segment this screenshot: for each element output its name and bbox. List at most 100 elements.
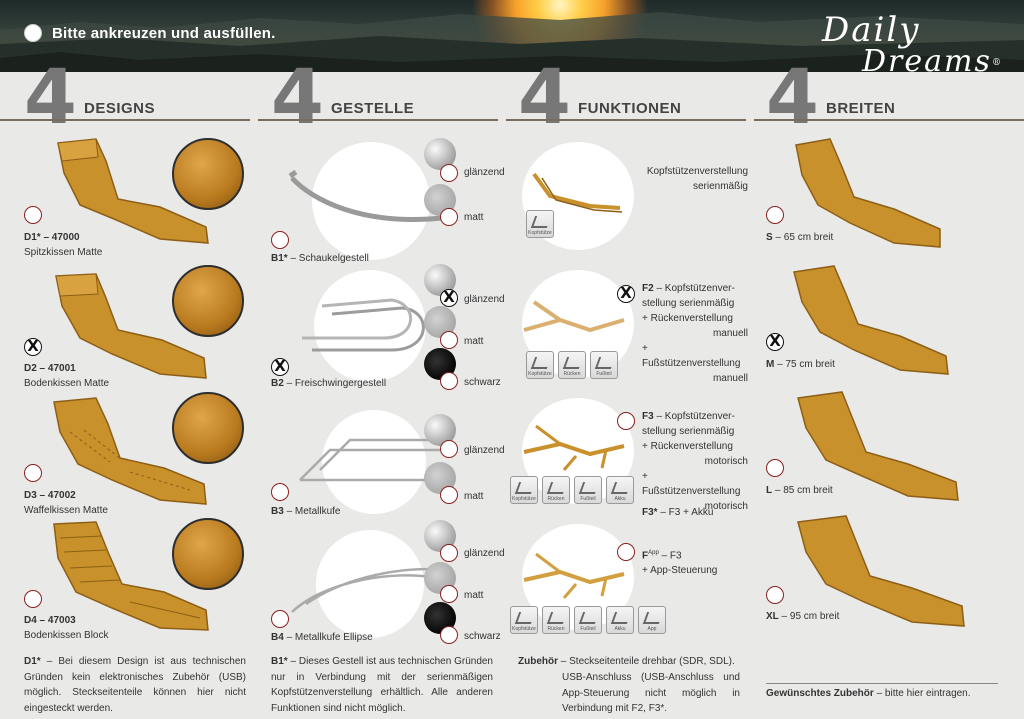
instruction-note: Bitte ankreuzen und ausfüllen. bbox=[24, 24, 276, 42]
design-code: D2 – 47001 bbox=[24, 363, 76, 374]
width-l-label: L – 85 cm breit bbox=[766, 483, 833, 498]
design-d1-checkbox[interactable] bbox=[24, 206, 42, 224]
function-text: stellung serienmäßig bbox=[642, 426, 735, 437]
section-title: BREITEN bbox=[826, 100, 896, 117]
section-divider bbox=[0, 119, 250, 121]
design-name: Waffelkissen Matte bbox=[24, 505, 108, 516]
frame-b3-image bbox=[299, 438, 440, 482]
frame-b4-backdrop bbox=[316, 530, 424, 638]
frame-name: – Metallkufe bbox=[283, 506, 341, 517]
frame-b4-gloss-checkbox[interactable] bbox=[440, 544, 458, 562]
footnote-d1: D1* – Bei diesem Design ist aus technisc… bbox=[24, 654, 246, 716]
frame-b1-matte-checkbox[interactable] bbox=[440, 208, 458, 226]
frame-name: – Schaukelgestell bbox=[287, 253, 369, 264]
function-text: – Kopfstützenver- bbox=[653, 283, 735, 294]
frame-b2-matte-checkbox[interactable] bbox=[440, 331, 458, 349]
width-m-image bbox=[793, 265, 949, 375]
function-code: F bbox=[642, 550, 649, 562]
icon-caption: Fußteil bbox=[580, 496, 596, 502]
frame-b2-checkbox[interactable]: X bbox=[271, 358, 289, 376]
icon-caption: Rücken bbox=[547, 496, 565, 502]
frame-b1-backdrop bbox=[312, 142, 430, 260]
design-d3-image bbox=[53, 397, 207, 505]
function-text: stellung serienmäßig bbox=[642, 298, 735, 309]
frame-code: B2 bbox=[271, 378, 284, 389]
function-f3-label: F3 – Kopfstützenver- stellung serienmäßi… bbox=[642, 409, 748, 514]
width-code: S bbox=[766, 232, 773, 243]
frame-b1-gloss-checkbox[interactable] bbox=[440, 164, 458, 182]
frame-b2-image bbox=[302, 298, 425, 352]
width-code: XL bbox=[766, 611, 779, 622]
frame-b4-checkbox[interactable] bbox=[271, 610, 289, 628]
function-f1-icons: Kopfstütze bbox=[526, 210, 554, 238]
footnote-text: USB-Anschluss (USB-Anschluss und App-Ste… bbox=[562, 672, 740, 714]
function-text: motorisch bbox=[704, 456, 748, 467]
design-d4-checkbox[interactable] bbox=[24, 590, 42, 608]
width-text: – 95 cm breit bbox=[778, 611, 840, 622]
icon-caption: Rücken bbox=[563, 371, 581, 377]
width-s-checkbox[interactable] bbox=[766, 206, 784, 224]
frame-b3-checkbox[interactable] bbox=[271, 483, 289, 501]
function-f3-checkbox[interactable] bbox=[617, 412, 635, 430]
function-f2-icons: Kopfstütze Rücken Fußteil bbox=[526, 351, 618, 379]
design-d3-checkbox[interactable] bbox=[24, 464, 42, 482]
section-title: DESIGNS bbox=[84, 100, 156, 117]
frame-b4-matte-checkbox[interactable] bbox=[440, 585, 458, 603]
frame-b3-gloss-checkbox[interactable] bbox=[440, 440, 458, 458]
accessory-input-rule bbox=[766, 683, 998, 684]
icon-caption: Kopfstütze bbox=[528, 230, 552, 236]
finish-label: matt bbox=[464, 336, 484, 347]
brand-line1: Daily bbox=[822, 10, 921, 50]
footnote-code: D1* bbox=[24, 656, 41, 667]
icon-caption: App bbox=[647, 626, 657, 632]
icon-caption: Rücken bbox=[547, 626, 565, 632]
function-code: F2 bbox=[642, 283, 654, 294]
frame-b4-black-checkbox[interactable] bbox=[440, 626, 458, 644]
headrest-icon: Kopfstütze bbox=[526, 351, 554, 379]
frame-b3-backdrop bbox=[322, 410, 426, 514]
width-l-checkbox[interactable] bbox=[766, 459, 784, 477]
width-text: – 85 cm breit bbox=[772, 485, 833, 496]
brand-line2: Dreams bbox=[862, 44, 992, 72]
function-fapp-checkbox[interactable] bbox=[617, 543, 635, 561]
finish-label: glänzend bbox=[464, 548, 505, 559]
footrest-icon: Fußteil bbox=[574, 476, 602, 504]
app-icon: App bbox=[638, 606, 666, 634]
icon-caption: Kopfstütze bbox=[528, 371, 552, 377]
design-d2-image bbox=[55, 273, 207, 379]
frame-b4-label: B4 – Metallkufe Ellipse bbox=[271, 630, 373, 645]
brand-logo: Daily Dreams ® bbox=[818, 10, 1008, 72]
function-text: + Rückenverstellung bbox=[642, 313, 733, 324]
frame-name: – Freischwingergestell bbox=[283, 378, 387, 389]
finish-label: matt bbox=[464, 491, 484, 502]
function-f1-image bbox=[532, 172, 623, 213]
section-number: 4 bbox=[518, 52, 571, 141]
footnote-b1: B1* – Dieses Gestell ist aus technischen… bbox=[271, 654, 493, 716]
width-m-checkbox[interactable]: X bbox=[766, 333, 784, 351]
icon-caption: Akku bbox=[614, 496, 626, 502]
design-d1-detail-image bbox=[172, 138, 244, 210]
width-xl-checkbox[interactable] bbox=[766, 586, 784, 604]
finish-label: schwarz bbox=[464, 377, 501, 388]
battery-icon: Akku bbox=[606, 606, 634, 634]
landscape-image bbox=[0, 12, 1024, 72]
frame-b2-black-checkbox[interactable] bbox=[440, 372, 458, 390]
frame-b3-matte-checkbox[interactable] bbox=[440, 486, 458, 504]
function-sup: App bbox=[648, 550, 659, 556]
finish-label: matt bbox=[464, 590, 484, 601]
header-banner: Bitte ankreuzen und ausfüllen. Daily Dre… bbox=[0, 0, 1024, 72]
finish-label: glänzend bbox=[464, 445, 505, 456]
function-text: + Rückenverstellung bbox=[642, 441, 733, 452]
footnote-text: – Bei diesem Design ist aus technischen … bbox=[24, 656, 246, 714]
frame-b1-checkbox[interactable] bbox=[271, 231, 289, 249]
function-code: F3 bbox=[642, 411, 654, 422]
width-s-label: S – 65 cm breit bbox=[766, 230, 833, 245]
design-d2-checkbox[interactable]: X bbox=[24, 338, 42, 356]
frame-b2-gloss-checkbox[interactable]: X bbox=[440, 289, 458, 307]
function-f2-checkbox[interactable]: X bbox=[617, 285, 635, 303]
section-divider bbox=[754, 119, 1024, 121]
accessory-wish-field[interactable]: Gewünschtes Zubehör – bitte hier eintrag… bbox=[766, 686, 1006, 702]
width-text: – 75 cm breit bbox=[774, 359, 835, 370]
